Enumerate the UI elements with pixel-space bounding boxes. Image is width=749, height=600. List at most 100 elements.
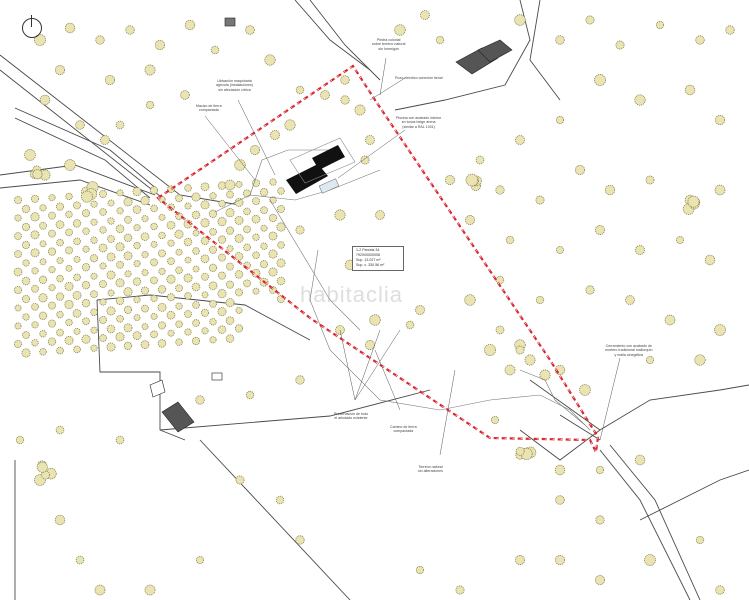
tree-icon bbox=[90, 200, 98, 208]
tree-icon bbox=[252, 251, 260, 260]
tree-icon bbox=[39, 330, 47, 338]
tree-icon bbox=[234, 233, 244, 243]
tree-icon bbox=[191, 192, 201, 202]
tree-icon bbox=[260, 224, 268, 232]
tree-icon bbox=[200, 182, 210, 192]
tree-icon bbox=[55, 202, 65, 211]
tree-icon bbox=[276, 276, 286, 286]
tree-icon bbox=[415, 565, 425, 575]
tree-icon bbox=[56, 257, 64, 265]
tree-icon bbox=[125, 25, 135, 35]
tree-icon bbox=[106, 324, 116, 334]
tree-icon bbox=[365, 135, 375, 145]
tree-icon bbox=[73, 255, 81, 263]
tree-icon bbox=[149, 186, 159, 195]
tree-icon bbox=[14, 250, 22, 258]
tree-icon bbox=[714, 184, 726, 196]
parcel-line-1: 1-2 Parcela 34 bbox=[356, 248, 380, 252]
tree-icon bbox=[99, 280, 107, 288]
tree-icon bbox=[144, 584, 156, 596]
tree-icon bbox=[47, 337, 57, 346]
tree-icon bbox=[394, 24, 406, 36]
tree-icon bbox=[48, 284, 56, 292]
tree-icon bbox=[515, 555, 525, 565]
tree-icon bbox=[445, 175, 455, 185]
tree-icon bbox=[495, 185, 505, 195]
tree-icon bbox=[107, 235, 115, 243]
tree-icon bbox=[132, 205, 142, 214]
tree-icon bbox=[31, 339, 39, 347]
tree-icon bbox=[243, 225, 251, 234]
tree-icon bbox=[115, 224, 125, 234]
tree-icon bbox=[340, 95, 350, 105]
tree-icon bbox=[252, 287, 260, 295]
tree-icon bbox=[595, 465, 605, 475]
tree-icon bbox=[465, 173, 479, 187]
tree-icon bbox=[90, 236, 98, 244]
tree-icon bbox=[14, 340, 22, 348]
tree-icon bbox=[73, 237, 81, 246]
tree-icon bbox=[38, 311, 48, 320]
tree-icon bbox=[184, 202, 192, 210]
tree-icon bbox=[405, 320, 415, 330]
tree-icon bbox=[260, 242, 268, 250]
tree-icon bbox=[94, 584, 106, 596]
tree-icon bbox=[535, 195, 545, 205]
tree-icon bbox=[150, 222, 158, 231]
tree-icon bbox=[144, 64, 156, 76]
tree-icon bbox=[234, 215, 244, 225]
tree-icon bbox=[123, 287, 133, 297]
tree-icon bbox=[243, 279, 251, 288]
tree-icon bbox=[464, 294, 476, 306]
tree-icon bbox=[243, 207, 251, 216]
tree-icon bbox=[73, 345, 81, 354]
tree-icon bbox=[39, 94, 51, 106]
tree-icon bbox=[225, 334, 235, 343]
tree-icon bbox=[167, 329, 175, 337]
tree-icon bbox=[268, 267, 278, 277]
tree-icon bbox=[217, 289, 227, 299]
tree-icon bbox=[235, 475, 245, 485]
tree-icon bbox=[235, 180, 243, 188]
tree-icon bbox=[174, 229, 184, 239]
tree-icon bbox=[259, 187, 269, 197]
tree-icon bbox=[175, 320, 183, 328]
tree-icon bbox=[375, 210, 385, 220]
tree-icon bbox=[252, 197, 260, 206]
tree-icon bbox=[115, 120, 125, 130]
tree-icon bbox=[234, 159, 246, 171]
tree-icon bbox=[218, 253, 226, 262]
tree-icon bbox=[81, 190, 94, 203]
parcel-sup-label: Sup. bbox=[356, 258, 364, 262]
tree-icon bbox=[192, 265, 200, 273]
tree-icon bbox=[82, 317, 90, 326]
tree-icon bbox=[145, 100, 155, 110]
tree-icon bbox=[209, 227, 217, 236]
tree-icon bbox=[183, 273, 193, 283]
tree-icon bbox=[157, 339, 167, 348]
tree-icon bbox=[141, 323, 149, 331]
tree-icon bbox=[694, 354, 706, 366]
tree-icon bbox=[133, 224, 141, 232]
tree-icon bbox=[106, 306, 116, 316]
tree-icon bbox=[90, 218, 98, 226]
tree-icon bbox=[644, 554, 656, 566]
tree-icon bbox=[635, 245, 645, 255]
tree-icon bbox=[90, 290, 98, 299]
tree-icon bbox=[218, 271, 226, 280]
tree-icon bbox=[175, 284, 183, 293]
tree-icon bbox=[664, 314, 676, 326]
tree-icon bbox=[585, 285, 595, 295]
tree-icon bbox=[226, 190, 234, 199]
tree-icon bbox=[115, 332, 125, 342]
tree-icon bbox=[225, 226, 235, 235]
tree-icon bbox=[269, 196, 277, 204]
tree-icon bbox=[276, 258, 286, 268]
tree-icon bbox=[157, 303, 167, 312]
tree-icon bbox=[56, 346, 64, 355]
tree-icon bbox=[295, 85, 305, 95]
tree-icon bbox=[275, 495, 285, 505]
tree-icon bbox=[107, 199, 115, 207]
tree-icon bbox=[234, 270, 244, 279]
